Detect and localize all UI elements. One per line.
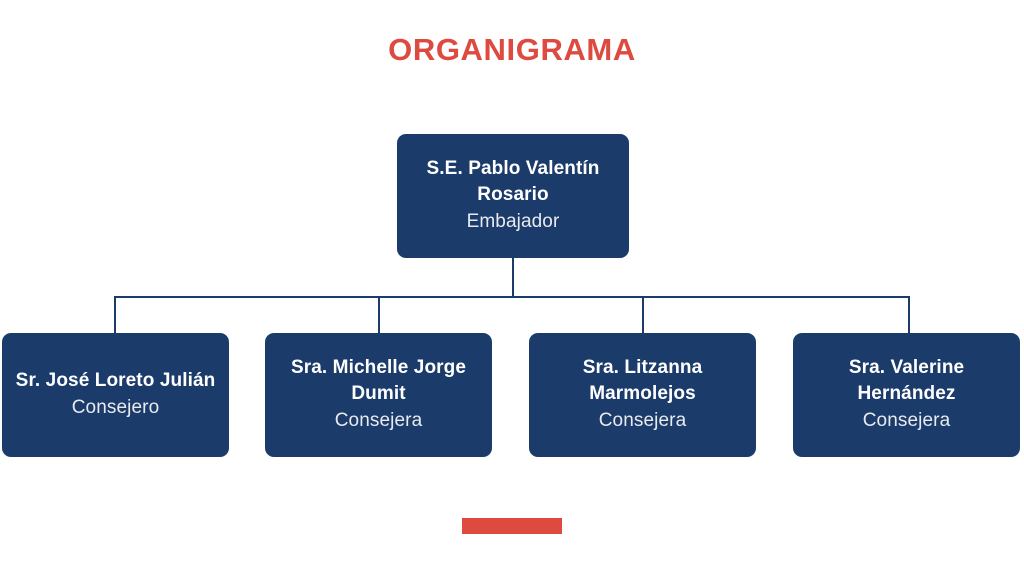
org-node-role: Consejera (862, 410, 951, 431)
page-title: ORGANIGRAMA (388, 32, 636, 67)
org-node-counselor-4[interactable]: Sra. Valerine Hernández Consejera (793, 333, 1020, 457)
org-node-name: Sra. Litzanna Marmolejos (582, 357, 703, 404)
connector-root-stem (512, 258, 514, 298)
connector-drop-4 (908, 296, 910, 334)
org-node-role: Consejero (71, 397, 160, 418)
org-node-role: Embajador (466, 211, 560, 232)
org-node-role: Consejera (598, 410, 687, 431)
connector-horizontal-bus (114, 296, 910, 298)
org-node-name: Sra. Valerine Hernández (848, 357, 965, 404)
org-node-ambassador[interactable]: S.E. Pablo Valentín Rosario Embajador (397, 134, 629, 258)
org-node-name: Sra. Michelle Jorge Dumit (290, 357, 467, 404)
connector-drop-2 (378, 296, 380, 334)
org-node-name: Sr. José Loreto Julián (15, 370, 216, 391)
org-node-role: Consejera (334, 410, 423, 431)
org-node-counselor-1[interactable]: Sr. José Loreto Julián Consejero (2, 333, 229, 457)
org-node-name: S.E. Pablo Valentín Rosario (426, 158, 600, 205)
org-node-counselor-2[interactable]: Sra. Michelle Jorge Dumit Consejera (265, 333, 492, 457)
connector-drop-3 (642, 296, 644, 334)
connector-drop-1 (114, 296, 116, 334)
footer-accent-bar (462, 518, 562, 534)
org-node-counselor-3[interactable]: Sra. Litzanna Marmolejos Consejera (529, 333, 756, 457)
